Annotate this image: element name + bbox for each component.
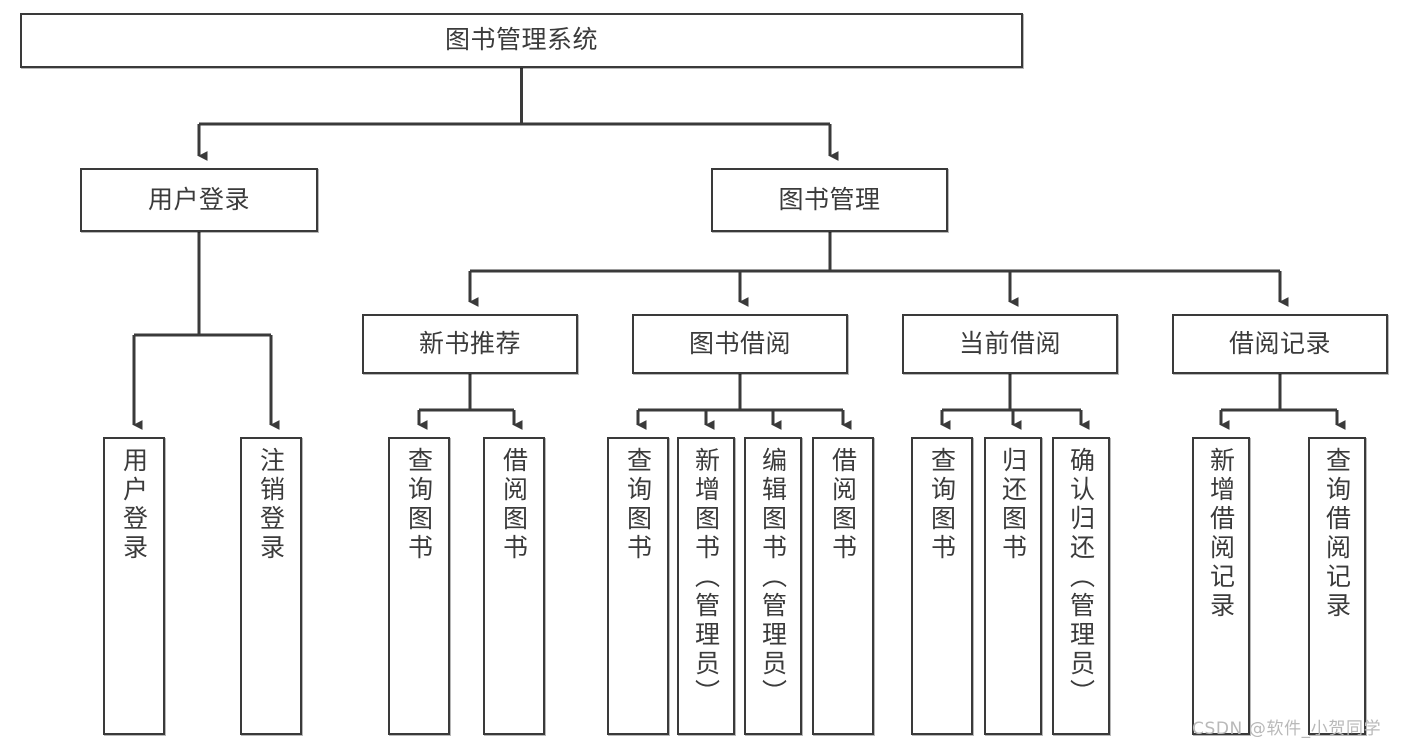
node-leaf-query-books-3[interactable]: 查询图书	[911, 437, 973, 735]
node-leaf-borrow-books-1[interactable]: 借阅图书	[483, 437, 545, 735]
node-system-title[interactable]: 图书管理系统	[20, 13, 1023, 68]
node-current-borrow[interactable]: 当前借阅	[902, 314, 1118, 374]
node-label: 注销登录	[256, 447, 286, 563]
node-user-login[interactable]: 用户登录	[80, 168, 318, 232]
node-leaf-query-books-2[interactable]: 查询图书	[607, 437, 669, 735]
node-label: 用户登录	[119, 447, 149, 563]
node-book-management[interactable]: 图书管理	[711, 168, 948, 232]
node-label: 图书管理	[778, 184, 881, 214]
watermark-text: CSDN @软件_小贺同学	[1192, 719, 1382, 739]
node-label: 新增图书（管理员）	[691, 447, 721, 708]
node-leaf-return-books[interactable]: 归还图书	[984, 437, 1042, 735]
node-label: 图书管理系统	[444, 25, 598, 55]
node-leaf-borrow-books-2[interactable]: 借阅图书	[812, 437, 874, 735]
node-label: 编辑图书（管理员）	[758, 447, 788, 708]
node-label: 确认归还（管理员）	[1066, 447, 1096, 708]
node-leaf-user-login[interactable]: 用户登录	[103, 437, 165, 735]
node-leaf-add-borrow-record[interactable]: 新增借阅记录	[1192, 437, 1250, 735]
node-leaf-query-books-1[interactable]: 查询图书	[388, 437, 450, 735]
node-book-borrow[interactable]: 图书借阅	[632, 314, 848, 374]
node-label: 新书推荐	[418, 328, 521, 358]
node-label: 借阅图书	[499, 447, 529, 563]
node-label: 归还图书	[998, 447, 1028, 563]
node-label: 查询图书	[927, 447, 957, 563]
node-label: 借阅图书	[828, 447, 858, 563]
node-leaf-confirm-return-admin[interactable]: 确认归还（管理员）	[1052, 437, 1110, 735]
node-label: 查询借阅记录	[1322, 447, 1352, 621]
node-new-book-recommend[interactable]: 新书推荐	[362, 314, 578, 374]
node-leaf-edit-book-admin[interactable]: 编辑图书（管理员）	[744, 437, 802, 735]
node-label: 用户登录	[147, 184, 250, 214]
node-borrow-record[interactable]: 借阅记录	[1172, 314, 1388, 374]
node-leaf-add-book-admin[interactable]: 新增图书（管理员）	[677, 437, 735, 735]
node-label: 图书借阅	[688, 328, 791, 358]
node-leaf-query-borrow-record[interactable]: 查询借阅记录	[1308, 437, 1366, 735]
node-label: 借阅记录	[1228, 328, 1331, 358]
node-leaf-logout[interactable]: 注销登录	[240, 437, 302, 735]
node-label: 查询图书	[404, 447, 434, 563]
node-label: 当前借阅	[958, 328, 1061, 358]
node-label: 新增借阅记录	[1206, 447, 1236, 621]
node-label: 查询图书	[623, 447, 653, 563]
